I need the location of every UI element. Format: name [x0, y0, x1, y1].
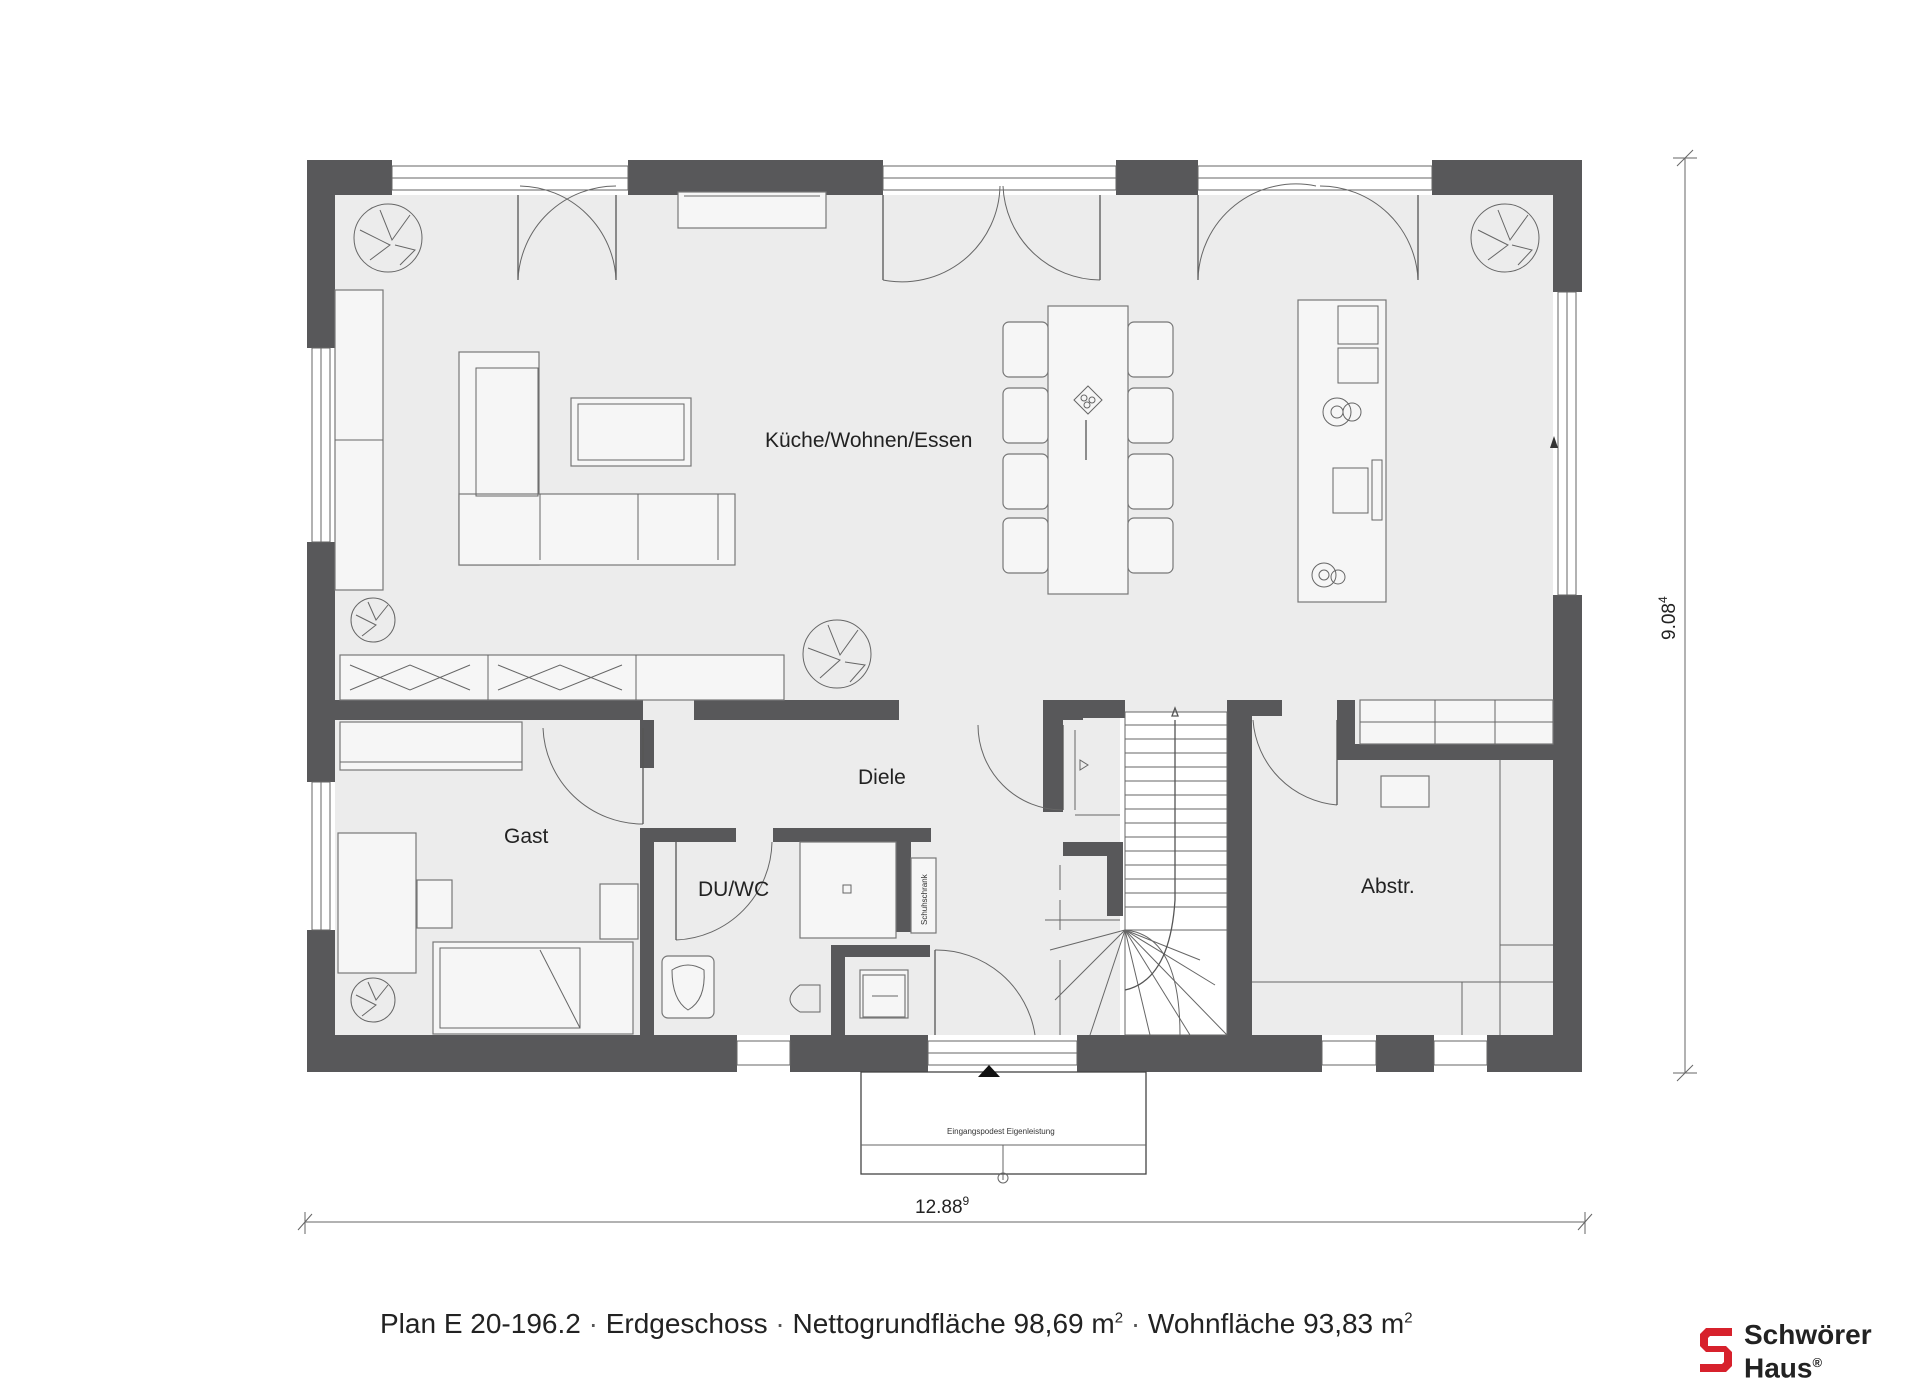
doors: [517, 183, 1419, 1036]
separator: ·: [775, 1308, 785, 1339]
plan-caption: Plan E 20-196.2 · Erdgeschoss · Nettogru…: [380, 1308, 1413, 1340]
dimension-depth: 9.084: [1656, 149, 1697, 1082]
entrance-platform: Eingangspodest Eigenleistung: [860, 1065, 1147, 1184]
outer-walls: [307, 160, 1582, 1072]
depth-dimension: 9.084: [1656, 596, 1680, 640]
plant-icon: [353, 203, 423, 273]
room-label-guest: Gast: [504, 825, 549, 848]
room-label-bath: DU/WC: [698, 878, 769, 901]
dining-table: [1002, 305, 1174, 595]
living-area-label: Wohnfläche: [1147, 1308, 1296, 1339]
storage-fixtures: [1252, 699, 1554, 1035]
kitchen: [1297, 299, 1558, 603]
guest-furniture: [337, 721, 639, 1035]
room-label-living: Küche/Wohnen/Essen: [765, 429, 972, 452]
room-label-storage: Abstr.: [1361, 875, 1415, 898]
interior-walls: [335, 700, 1553, 1035]
net-area-value: 98,69 m2: [1013, 1308, 1124, 1339]
plan-id: Plan E 20-196.2: [380, 1308, 581, 1339]
plant-icon: [802, 619, 872, 689]
separator: ·: [1130, 1308, 1141, 1339]
plant-icon: [350, 597, 396, 643]
brand-logo[interactable]: Schwörer Haus®: [1690, 1316, 1910, 1384]
living-area-value: 93,83 m2: [1303, 1308, 1413, 1339]
shoe-cabinet: [910, 857, 937, 934]
sofa: [458, 351, 736, 566]
logo-line-1: Schwörer: [1744, 1319, 1872, 1350]
windows: [311, 165, 1577, 1066]
logo-line-2: Haus®: [1744, 1352, 1823, 1384]
room-label-hall: Diele: [858, 766, 906, 789]
staircase: [1045, 706, 1228, 1036]
logo-s-icon: [1700, 1328, 1732, 1372]
plant-icon: [1470, 203, 1540, 273]
plant-icon: [350, 977, 396, 1023]
dimension-width: 12.889: [297, 1194, 1593, 1234]
entrance-note: Eingangspodest Eigenleistung: [947, 1127, 1055, 1136]
shoe-cabinet-label: Schuhschrank: [920, 873, 929, 925]
sideboard: [677, 191, 827, 229]
living-cabinets: [339, 654, 785, 701]
separator: ·: [588, 1308, 598, 1339]
bathroom-fixtures: [661, 841, 909, 1019]
floor-name: Erdgeschoss: [605, 1308, 768, 1339]
net-area-label: Nettogrundfläche: [792, 1308, 1006, 1339]
width-dimension: 12.889: [915, 1194, 970, 1218]
